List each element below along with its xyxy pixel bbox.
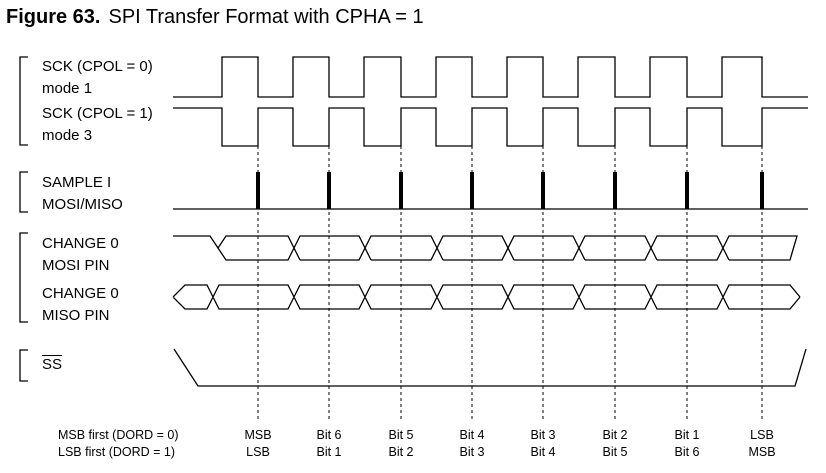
sck-cpol1-line2: mode 3 — [42, 127, 93, 144]
mosi-bus-waveform — [173, 235, 798, 261]
msb-first-label: MSB first (DORD = 0) — [58, 428, 179, 442]
lsb-first-bit-4: Bit 3 — [459, 445, 485, 459]
msb-first-bit-1: MSB — [244, 428, 272, 442]
lsb-first-bit-8: MSB — [748, 445, 776, 459]
ss-waveform — [173, 348, 807, 387]
sample-line1: SAMPLE I — [42, 174, 112, 191]
msb-first-bit-2: Bit 6 — [316, 428, 342, 442]
ss-label-text: SS — [42, 356, 63, 373]
sck-cpol0-label: SCK (CPOL = 0) mode 1 — [42, 56, 153, 100]
change-miso-line2: MISO PIN — [42, 307, 110, 324]
change-miso-line1: CHANGE 0 — [42, 285, 119, 302]
figure-caption: SPI Transfer Format with CPHA = 1 — [108, 6, 424, 28]
sck-cpol1-label: SCK (CPOL = 1) mode 3 — [42, 103, 153, 147]
lsb-first-bit-5: Bit 4 — [530, 445, 556, 459]
change-mosi-line1: CHANGE 0 — [42, 235, 119, 252]
bracket-change — [19, 232, 28, 323]
lsb-first-bit-2: Bit 1 — [316, 445, 342, 459]
lsb-first-bit-1: LSB — [246, 445, 270, 459]
lsb-first-label: LSB first (DORD = 1) — [58, 445, 176, 459]
change-miso-label: CHANGE 0 MISO PIN — [42, 283, 119, 327]
sck-cpol1-line1: SCK (CPOL = 1) — [42, 105, 153, 122]
lsb-first-bit-6: Bit 5 — [602, 445, 628, 459]
msb-first-bit-6: Bit 2 — [602, 428, 628, 442]
bracket-sck — [19, 56, 28, 146]
msb-first-bit-4: Bit 4 — [459, 428, 485, 442]
sck-cpol0-line1: SCK (CPOL = 0) — [42, 58, 153, 75]
sck-cpol0-waveform — [173, 56, 808, 98]
change-mosi-label: CHANGE 0 MOSI PIN — [42, 233, 119, 277]
sample-label: SAMPLE I MOSI/MISO — [42, 172, 123, 216]
msb-first-bit-5: Bit 3 — [530, 428, 556, 442]
msb-first-bit-8: LSB — [750, 428, 774, 442]
bracket-ss — [19, 349, 28, 382]
sample-line2: MOSI/MISO — [42, 196, 123, 213]
change-mosi-line2: MOSI PIN — [42, 257, 110, 274]
ss-label: SS — [42, 354, 62, 376]
lsb-first-bit-7: Bit 6 — [674, 445, 700, 459]
bracket-sample — [19, 171, 28, 213]
miso-bus-waveform — [172, 284, 801, 310]
lsb-first-bit-3: Bit 2 — [388, 445, 414, 459]
msb-first-bit-3: Bit 5 — [388, 428, 414, 442]
sck-cpol0-line2: mode 1 — [42, 80, 93, 97]
figure-number: Figure 63. — [6, 6, 101, 28]
sck-cpol1-waveform — [173, 107, 808, 147]
figure-title: Figure 63. SPI Transfer Format with CPHA … — [6, 6, 424, 29]
msb-first-bit-7: Bit 1 — [674, 428, 700, 442]
